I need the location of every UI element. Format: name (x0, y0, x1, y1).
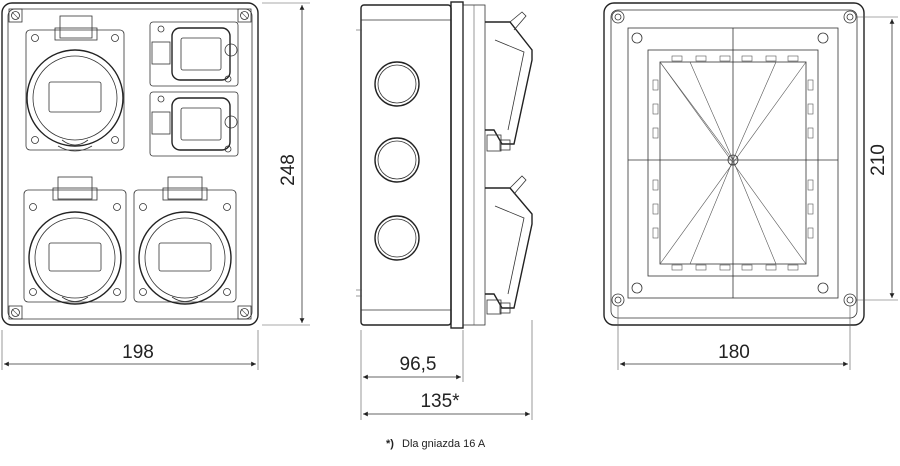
cable-entry-top (374, 61, 420, 107)
side-socket-flap-bottom (485, 175, 533, 315)
schuko-socket-top (149, 21, 239, 87)
side-socket-flap-top (485, 11, 533, 152)
front-width-dimension: 198 (1, 330, 259, 370)
side-box-body (360, 4, 452, 326)
front-height-dimension: 248 (262, 2, 310, 326)
back-height-label: 210 (868, 144, 889, 176)
front-enclosure-inner (7, 8, 253, 320)
side-socket-depth-dimension: 96,5 (360, 330, 464, 420)
front-view: 198 248 (1, 2, 310, 370)
back-ribs (652, 55, 814, 271)
side-lid-flange (450, 1, 464, 329)
back-enclosure-outer (603, 2, 865, 326)
footnote-text: Dla gniazda 16 A (402, 438, 486, 450)
front-corner-screws (8, 8, 252, 320)
side-total-depth-dimension: 135* (363, 320, 533, 420)
front-enclosure-outer (1, 2, 259, 326)
side-depth-total-label: 135* (420, 391, 460, 412)
front-height-label: 248 (278, 154, 299, 186)
side-depth-socket-label: 96,5 (400, 354, 437, 375)
front-width-label: 198 (122, 342, 154, 363)
back-view: 180 210 (603, 2, 898, 370)
cable-entry-middle (374, 137, 420, 183)
cee-socket-bottom-left (23, 176, 127, 305)
back-height-dimension: 210 (856, 16, 898, 301)
side-view: 96,5 135* *) Dla gniazda 16 A (356, 1, 533, 450)
cee-socket-bottom-right (133, 176, 237, 305)
footnote-marker: *) (386, 438, 394, 450)
back-width-dimension: 180 (617, 306, 851, 370)
back-enclosure-inner (610, 9, 858, 319)
back-width-label: 180 (718, 342, 750, 363)
cable-entry-bottom (374, 215, 420, 261)
cee-socket-top-left (25, 15, 125, 152)
schuko-socket-bottom (149, 91, 239, 157)
footnote: *) Dla gniazda 16 A (386, 438, 486, 450)
back-mounting-holes (611, 10, 857, 307)
